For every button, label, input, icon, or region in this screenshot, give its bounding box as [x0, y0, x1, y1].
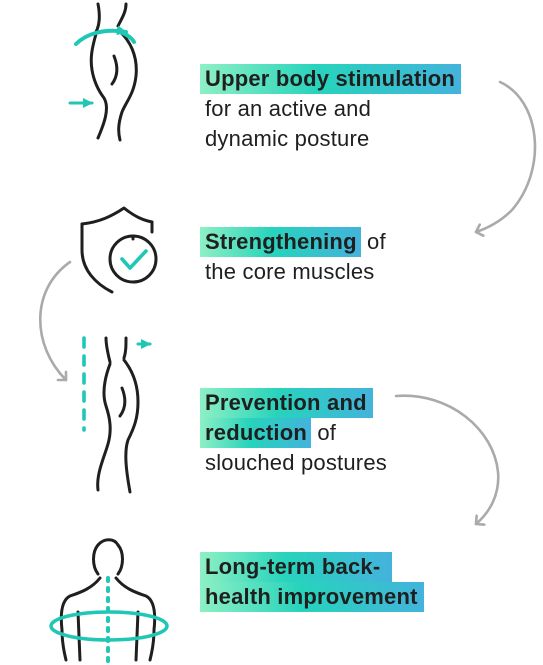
- step-2-highlight: Strengthening: [200, 227, 361, 257]
- step-4-highlight-1: Long-term back-: [200, 552, 393, 582]
- step-3-highlight-1: Prevention and: [200, 388, 373, 418]
- step-3-line-1: slouched postures: [205, 450, 387, 475]
- step-3-highlight-2: reduction: [200, 418, 312, 448]
- step-1-line-2: dynamic posture: [205, 126, 370, 151]
- side-posture-icon: [68, 2, 138, 142]
- step-upper-body: Upper body stimulation for an active and…: [200, 64, 462, 154]
- step-4-highlight-2: health improvement: [200, 582, 424, 612]
- step-3-rest: of: [311, 420, 337, 445]
- back-spine-icon: [49, 538, 169, 665]
- step-prevention: Prevention and reduction of slouched pos…: [200, 388, 387, 478]
- step-1-highlight: Upper body stimulation: [200, 64, 462, 94]
- step-2-rest: of: [360, 229, 386, 254]
- curved-arrow-icon: [39, 80, 537, 524]
- step-2-line-1: the core muscles: [205, 259, 375, 284]
- shield-check-icon: [80, 206, 158, 294]
- posture-correction-icon: [82, 336, 152, 494]
- step-strengthening: Strengthening of the core muscles: [200, 227, 386, 287]
- step-1-line-1: for an active and: [205, 96, 372, 121]
- step-long-term: Long-term back- health improvement: [200, 552, 424, 612]
